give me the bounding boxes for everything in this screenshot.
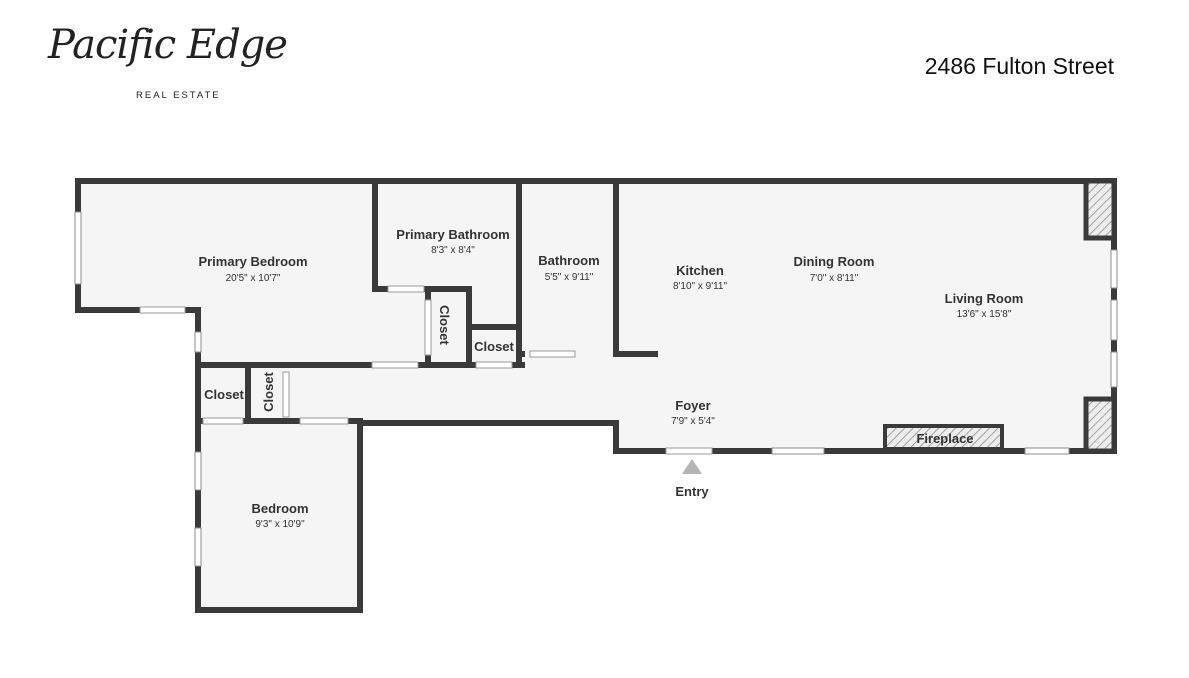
room-name-dining-room: Dining Room (794, 254, 875, 269)
windows (74, 211, 1118, 567)
entry-label: Entry (675, 484, 709, 499)
room-dims-foyer: 7'9" x 5'4" (671, 416, 715, 427)
room-name-kitchen: Kitchen (676, 263, 724, 278)
room-dims-kitchen: 8'10" x 9'11" (673, 281, 728, 292)
closet-label-hall: Closet (204, 387, 244, 402)
room-name-primary-bedroom: Primary Bedroom (198, 254, 307, 269)
fireplace-label: Fireplace (916, 431, 973, 446)
entry-marker (682, 459, 702, 474)
room-name-living-room: Living Room (945, 291, 1024, 306)
closet-label-hall-vertical: Closet (261, 371, 276, 411)
room-dims-primary-bedroom: 20'5" x 10'7" (226, 273, 281, 284)
door-openings (139, 285, 713, 455)
room-name-bedroom: Bedroom (251, 501, 308, 516)
closet-label-primary-bath: Closet (474, 339, 514, 354)
room-name-primary-bathroom: Primary Bathroom (396, 227, 509, 242)
property-address: 2486 Fulton Street (924, 53, 1114, 79)
room-dims-bedroom: 9'3" x 10'9" (255, 519, 305, 530)
room-name-foyer: Foyer (675, 398, 710, 413)
logo-subtitle: REAL ESTATE (136, 90, 221, 101)
room-name-bathroom: Bathroom (538, 253, 599, 268)
room-dims-living-room: 13'6" x 15'8" (957, 309, 1012, 320)
room-dims-bathroom: 5'5" x 9'11" (545, 272, 594, 283)
closet-label-primary-vertical: Closet (437, 305, 452, 345)
floor-area (78, 181, 1114, 610)
fixture-lower-right (1083, 396, 1117, 454)
fixture-upper-right (1083, 178, 1117, 241)
room-dims-dining-room: 7'0" x 8'11" (810, 273, 859, 284)
brand-logo: Pacific Edge REAL ESTATE (40, 22, 288, 107)
room-dims-primary-bathroom: 8'3" x 8'4" (431, 245, 475, 256)
logo-script-text: Pacific Edge (48, 22, 288, 68)
fireplace-hearth (883, 424, 1004, 451)
